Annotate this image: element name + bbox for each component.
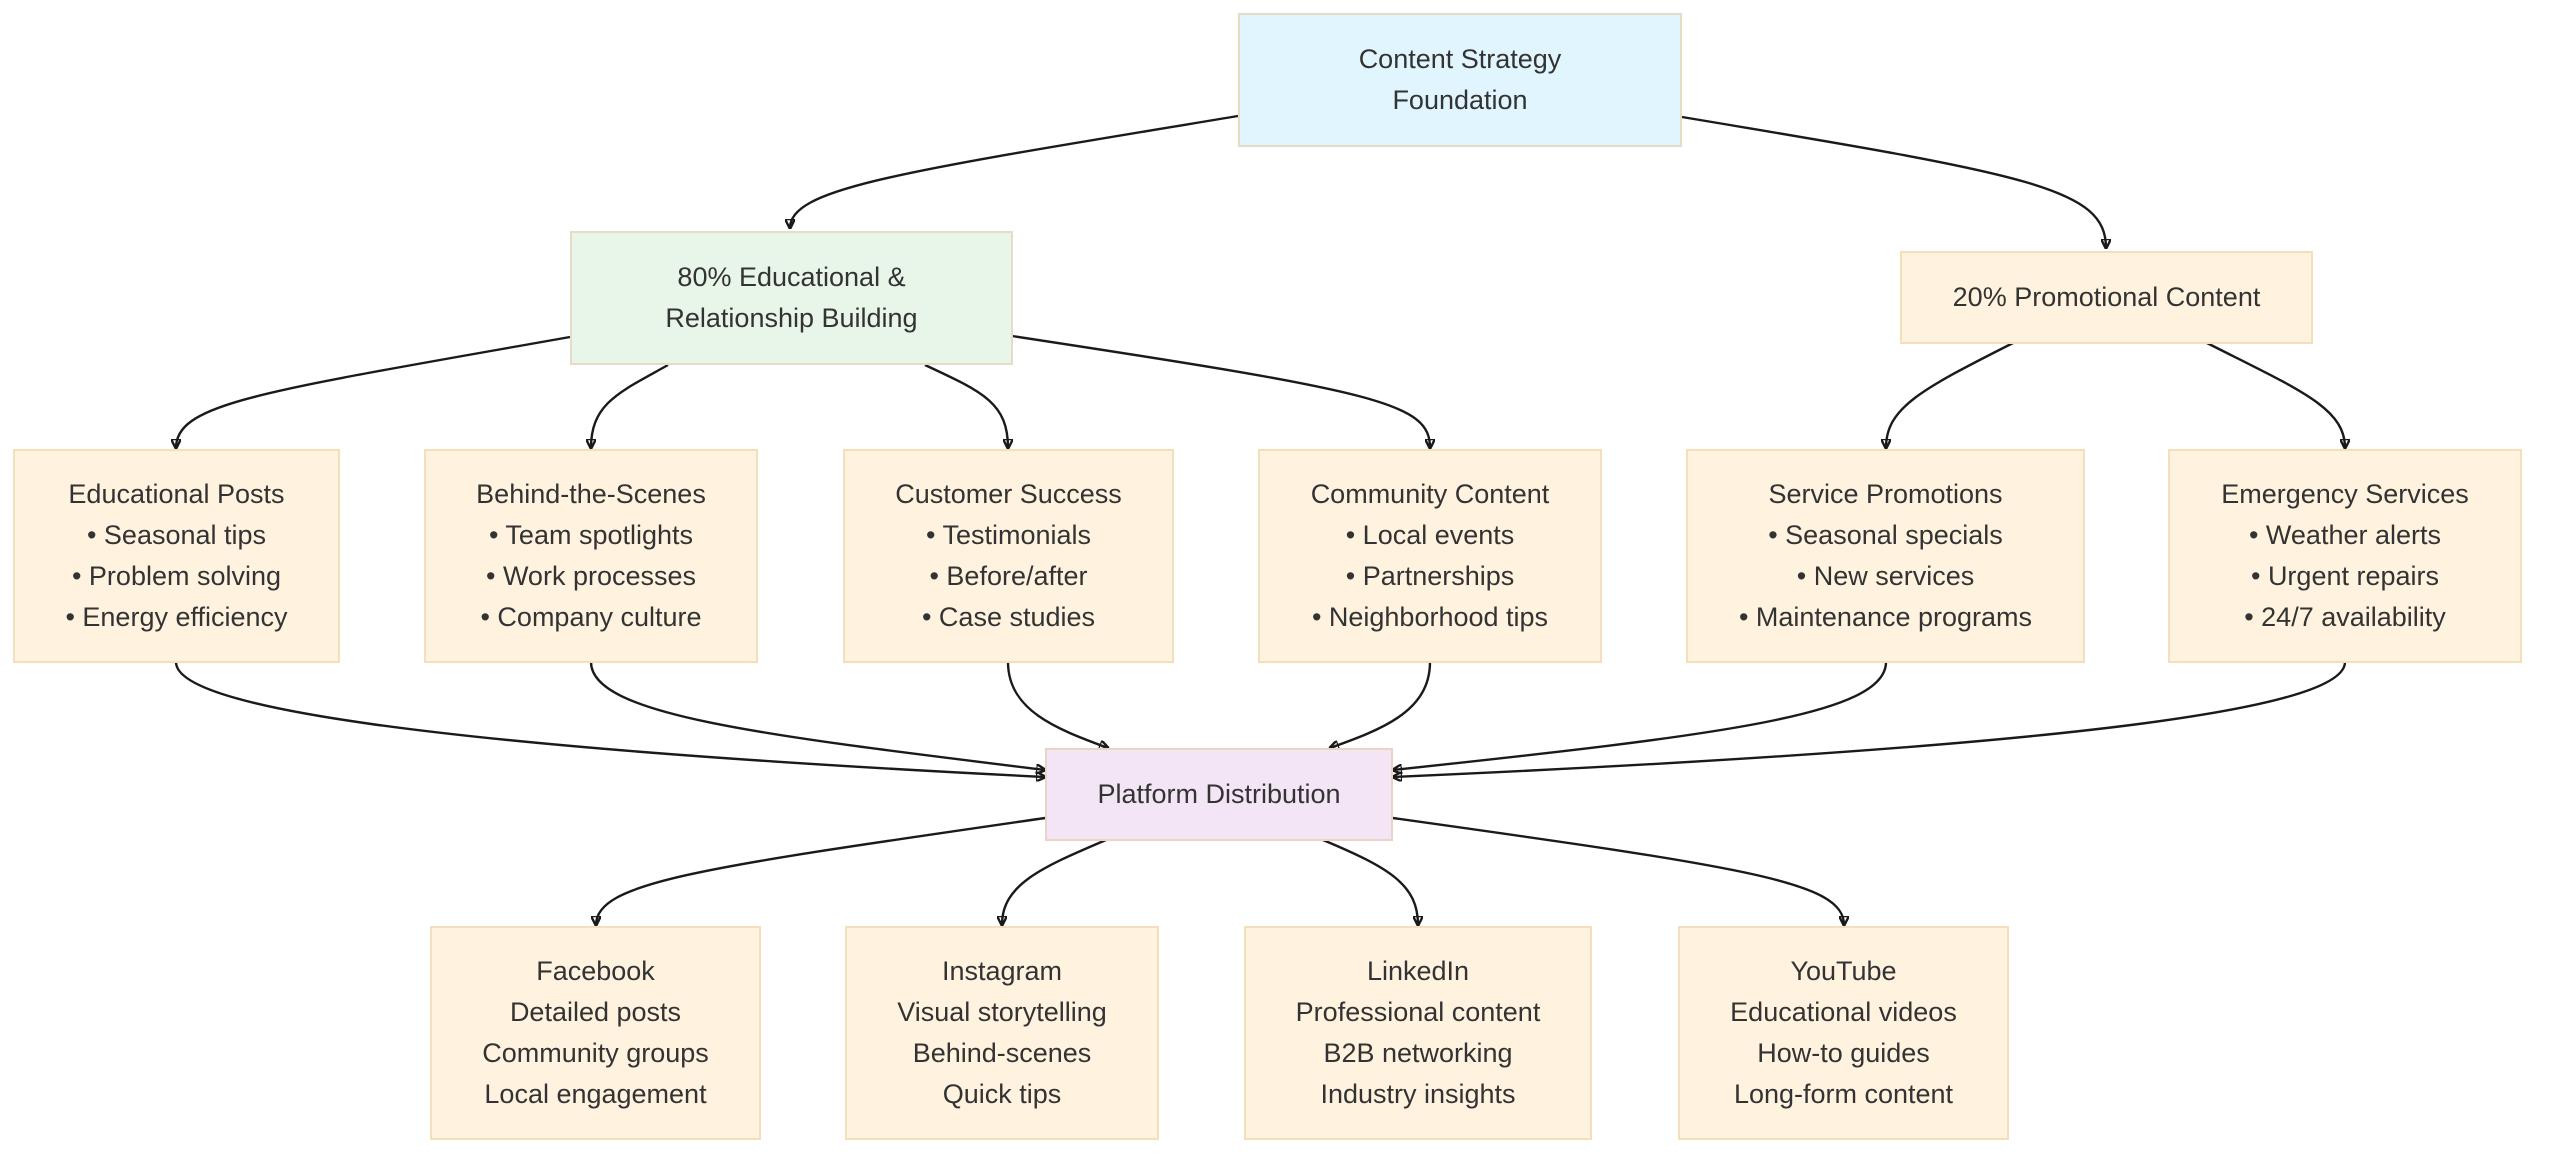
customer-success-node: Customer Success • Testimonials • Before… [843, 449, 1174, 663]
node-line: Detailed posts [509, 997, 682, 1027]
node-title: YouTube [1790, 956, 1897, 986]
node-line: Long-form content [1733, 1079, 1954, 1109]
platform-distribution-node: Platform Distribution [1045, 748, 1393, 841]
node-line: How-to guides [1757, 1038, 1930, 1068]
youtube-node: YouTube Educational videos How-to guides… [1678, 926, 2009, 1140]
linkedin-node: LinkedIn Professional content B2B networ… [1244, 926, 1592, 1140]
community-content-node: Community Content • Local events • Partn… [1258, 449, 1602, 663]
promotional-branch-node: 20% Promotional Content [1900, 251, 2313, 344]
node-title: Behind-the-Scenes [476, 479, 706, 509]
node-line: • Seasonal specials [1768, 520, 2003, 550]
node-line: • Case studies [921, 602, 1096, 632]
node-line: • Weather alerts [2248, 520, 2442, 550]
edge-promotional-to-emergency-services [2206, 341, 2345, 448]
node-line: Educational videos [1730, 997, 1957, 1027]
node-line: Community groups [482, 1038, 709, 1068]
edge-educational-to-customer-success [924, 363, 1008, 448]
node-line: • Energy efficiency [65, 602, 288, 632]
node-line: • 24/7 availability [2244, 602, 2446, 632]
node-line: Visual storytelling [897, 997, 1107, 1027]
node-title: LinkedIn [1366, 956, 1470, 986]
node-line: • Seasonal tips [86, 520, 267, 550]
emergency-services-node: Emergency Services • Weather alerts • Ur… [2168, 449, 2522, 663]
node-line: Foundation [1392, 85, 1528, 115]
node-line: B2B networking [1323, 1038, 1513, 1068]
node-line: • New services [1796, 561, 1975, 591]
edge-distribution-to-facebook [596, 816, 1046, 925]
instagram-node: Instagram Visual storytelling Behind-sce… [845, 926, 1159, 1140]
edge-root-to-promotional [1681, 115, 2106, 248]
edge-community-content-to-distribution [1330, 661, 1432, 748]
edge-behind-the-scenes-to-distribution [589, 661, 1045, 770]
node-line: • Maintenance programs [1738, 602, 2033, 632]
node-title: Emergency Services [2221, 479, 2469, 509]
node-line: • Urgent repairs [2250, 561, 2440, 591]
node-line: 80% Educational & [677, 262, 906, 292]
node-line: • Partnerships [1345, 561, 1515, 591]
node-line: Quick tips [942, 1079, 1062, 1109]
node-title: Educational Posts [68, 479, 285, 509]
node-line: • Work processes [485, 561, 696, 591]
edge-distribution-to-linkedin [1322, 838, 1418, 925]
edge-educational-posts-to-distribution [174, 661, 1045, 777]
node-title: Facebook [536, 956, 655, 986]
node-line: Behind-scenes [912, 1038, 1092, 1068]
node-line: Content Strategy [1358, 44, 1562, 74]
service-promotions-node: Service Promotions • Seasonal specials •… [1686, 449, 2085, 663]
edge-customer-success-to-distribution [1006, 661, 1108, 748]
node-line: • Company culture [480, 602, 702, 632]
node-line: Professional content [1295, 997, 1541, 1027]
node-line: • Before/after [929, 561, 1088, 591]
edge-educational-to-behind-the-scenes [591, 363, 669, 448]
edge-distribution-to-youtube [1392, 816, 1844, 925]
educational-branch-node: 80% Educational & Relationship Building [570, 231, 1013, 365]
node-line: Platform Distribution [1097, 779, 1341, 809]
facebook-node: Facebook Detailed posts Community groups… [430, 926, 761, 1140]
node-line: • Local events [1345, 520, 1515, 550]
node-line: • Neighborhood tips [1311, 602, 1549, 632]
node-line: • Problem solving [71, 561, 282, 591]
node-title: Customer Success [895, 479, 1122, 509]
node-title: Community Content [1310, 479, 1550, 509]
node-line: Local engagement [484, 1079, 707, 1109]
edge-root-to-educational [790, 114, 1239, 228]
node-line: Industry insights [1320, 1079, 1516, 1109]
node-line: Relationship Building [665, 303, 918, 333]
edge-educational-to-educational-posts [176, 335, 571, 448]
edge-distribution-to-instagram [1002, 838, 1107, 925]
edge-educational-to-community-content [1011, 334, 1430, 448]
edge-emergency-services-to-distribution [1393, 661, 2347, 777]
edge-service-promotions-to-distribution [1393, 661, 1888, 770]
content-strategy-foundation-node: Content Strategy Foundation [1238, 13, 1682, 147]
node-line: • Team spotlights [488, 520, 694, 550]
node-line: 20% Promotional Content [1952, 282, 2261, 312]
node-line: • Testimonials [925, 520, 1092, 550]
node-title: Service Promotions [1768, 479, 2003, 509]
educational-posts-node: Educational Posts • Seasonal tips • Prob… [13, 449, 340, 663]
node-title: Instagram [941, 956, 1063, 986]
behind-the-scenes-node: Behind-the-Scenes • Team spotlights • Wo… [424, 449, 758, 663]
edge-promotional-to-service-promotions [1886, 341, 2014, 448]
